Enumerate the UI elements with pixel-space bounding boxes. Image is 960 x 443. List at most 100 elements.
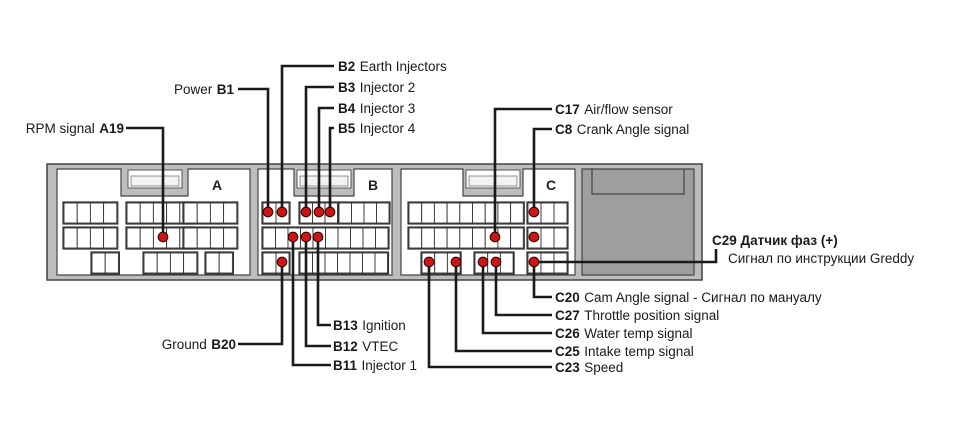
label-b4: B4 Injector 3: [338, 100, 415, 117]
pin-cell: [262, 252, 277, 274]
pin-cell: [433, 227, 448, 249]
pin-group: [182, 201, 239, 225]
pin-cell: [63, 227, 78, 249]
connector-a: A: [56, 168, 251, 276]
pin-cell: [103, 202, 118, 224]
pin-cell: [126, 227, 141, 249]
wire-c23: [427, 262, 552, 369]
pin-b12: [300, 231, 312, 243]
pin-cell: [499, 252, 514, 274]
pin-cell: [459, 202, 473, 224]
pin-a19: [157, 231, 169, 243]
pin-cell: [143, 252, 158, 274]
wire-b1: [238, 87, 270, 212]
pin-b20: [276, 256, 288, 268]
label-b5: B5 Injector 4: [338, 120, 416, 137]
pin-cell: [350, 227, 364, 249]
pin-c8: [528, 206, 540, 218]
pin-cell: [223, 202, 238, 224]
pin-cell: [362, 227, 376, 249]
label-c29-note: Сигнал по инструкции Greddy: [728, 251, 914, 266]
pin-cell: [89, 202, 105, 224]
pin-cell: [262, 227, 276, 249]
pin-cell: [103, 227, 118, 249]
label-c25: C25 Intake temp signal: [555, 343, 694, 360]
wire-c26: [481, 262, 552, 335]
label-c29: C29 Датчик фаз (+): [712, 233, 838, 248]
pin-cell: [139, 202, 154, 224]
pin-cell: [349, 252, 363, 274]
pin-c17: [489, 231, 501, 243]
wire-c17: [493, 107, 552, 237]
wire-b3: [304, 85, 334, 212]
pin-cell: [472, 202, 486, 224]
pin-c29: [528, 256, 540, 268]
pin-cell: [433, 202, 448, 224]
pin-group: [204, 251, 234, 275]
label-b13: B13 Ignition: [333, 317, 406, 334]
wire-b5: [328, 126, 334, 212]
pin-group: [261, 226, 390, 250]
pin-cell: [139, 227, 154, 249]
label-b11: B11 Injector 1: [333, 357, 417, 374]
pin-cell: [337, 252, 351, 274]
pin-cell: [497, 202, 512, 224]
connector-a-label: A: [212, 177, 222, 193]
pin-cell: [324, 252, 338, 274]
pin-cell: [166, 227, 181, 249]
connector-c-label: C: [546, 177, 556, 193]
pin-b3: [300, 206, 312, 218]
pin-cell: [325, 227, 339, 249]
pin-group: [407, 201, 525, 225]
pin-cell: [337, 227, 351, 249]
wire-c20: [532, 262, 552, 299]
pin-group: [182, 226, 239, 250]
pin-cell: [196, 202, 211, 224]
pin-group: [526, 226, 569, 250]
pin-cell: [152, 202, 168, 224]
pin-cell: [362, 252, 376, 274]
pin-cell: [408, 202, 423, 224]
pin-cell: [374, 252, 388, 274]
wire-c27: [494, 262, 552, 317]
pin-cell: [209, 227, 225, 249]
pin-cell: [183, 252, 198, 274]
pin-cell: [183, 202, 198, 224]
pin-cell: [540, 227, 555, 249]
pin-c26: [477, 256, 489, 268]
pin-group: [62, 226, 119, 250]
pin-group: [142, 251, 199, 275]
pin-cell: [553, 227, 568, 249]
pin-cell: [375, 227, 389, 249]
label-b2: B2 Earth Injectors: [338, 58, 447, 75]
pin-cell: [446, 227, 461, 249]
pin-cell: [408, 227, 423, 249]
pin-cell: [472, 227, 486, 249]
pin-cell: [421, 202, 435, 224]
wire-a19: [126, 126, 165, 237]
label-b12: B12 VTEC: [333, 338, 398, 355]
pin-cell: [126, 202, 141, 224]
pin-group: [526, 201, 569, 225]
pin-cell: [183, 227, 198, 249]
label-b1: Power B1: [174, 81, 234, 98]
pin-cell: [63, 202, 78, 224]
pin-cell: [510, 227, 524, 249]
connector-d-blank: [581, 168, 695, 276]
pin-group: [337, 201, 391, 225]
pin-group: [62, 201, 119, 225]
pin-group: [90, 251, 120, 275]
wire-b13: [316, 237, 331, 327]
label-c26: C26 Water temp signal: [555, 325, 693, 342]
pin-cell: [76, 202, 91, 224]
wire-c25: [454, 262, 552, 353]
pin-c27: [490, 256, 502, 268]
label-c17: C17 Air/flow sensor: [555, 101, 673, 118]
pin-b13: [312, 231, 324, 243]
pin-cell: [351, 202, 365, 224]
pins: [157, 206, 540, 268]
pin-b4: [313, 206, 325, 218]
pin-cell: [76, 227, 91, 249]
label-b3: B3 Injector 2: [338, 79, 415, 96]
label-c27: C27 Throttle position signal: [555, 307, 719, 324]
